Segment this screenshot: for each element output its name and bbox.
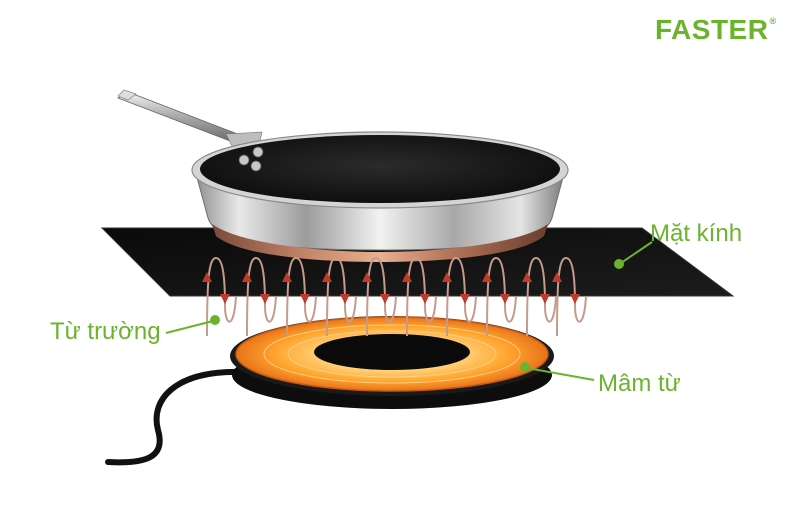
field-arrow-up (402, 272, 412, 282)
field-arrow-up (552, 272, 562, 282)
field-arrow-up (242, 272, 252, 282)
field-arrow-down (260, 294, 270, 304)
field-arrow-up (322, 272, 332, 282)
field-arrow-down (570, 294, 580, 304)
glass-callout-line (620, 241, 653, 264)
power-cord (105, 368, 245, 466)
glass-label: Mặt kính (650, 220, 743, 247)
field-arrow-up (522, 272, 532, 282)
field-arrow-up (362, 272, 372, 282)
field-arrow-up (282, 272, 292, 282)
field-arrow-down (300, 294, 310, 304)
brand-name: FASTER (655, 14, 769, 45)
coil-label: Mâm từ (598, 370, 681, 397)
coil-callout-dot (520, 362, 530, 372)
frying-pan (191, 131, 569, 262)
faster-logo: FASTER® (655, 14, 777, 46)
field-arrow-down (220, 294, 230, 304)
induction-coil (230, 316, 554, 409)
field-callout-line (165, 320, 214, 334)
field-arrow-down (340, 294, 350, 304)
magnetic-field-waves (202, 256, 587, 337)
field-callout-dot (210, 315, 220, 325)
field-arrow-down (460, 294, 470, 304)
registered-mark: ® (769, 16, 777, 26)
field-label: Từ trường (50, 318, 161, 345)
pan-handle (117, 89, 263, 151)
field-arrow-up (202, 272, 212, 282)
field-arrow-down (540, 294, 550, 304)
field-arrow-down (500, 294, 510, 304)
glass-callout-dot (614, 259, 624, 269)
field-arrow-up (482, 272, 492, 282)
coil-callout-line (526, 367, 595, 381)
field-arrow-up (442, 272, 452, 282)
field-arrow-down (380, 294, 390, 304)
field-arrow-down (420, 294, 430, 304)
